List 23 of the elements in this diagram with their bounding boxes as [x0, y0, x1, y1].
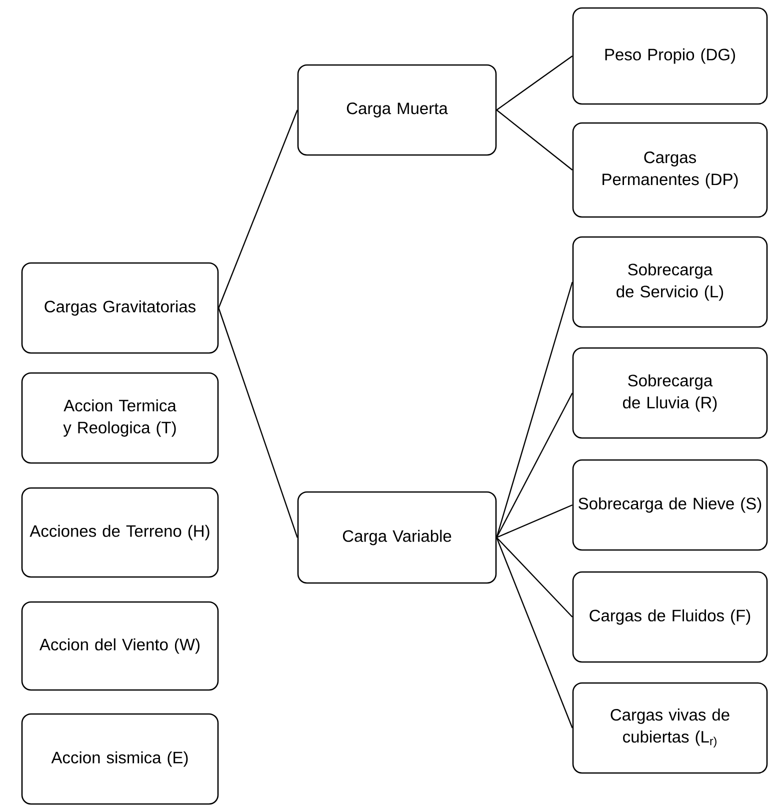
connector-line [218, 308, 298, 538]
label-box: Acciones de Terreno (H) [21, 487, 219, 578]
label-box: Sobrecarga de Lluvia (R) [572, 347, 768, 439]
connector-line [496, 504, 573, 538]
label-box: Carga Variable [297, 491, 497, 584]
label-box: Accion del Viento (W) [21, 601, 219, 691]
connector-line [496, 56, 573, 110]
connector-line [496, 537, 573, 618]
label-box: Sobrecarga de Nieve (S) [572, 459, 768, 551]
label-box: Sobrecarga de Servicio (L) [572, 236, 768, 328]
label-box: Peso Propio (DG) [572, 7, 768, 105]
connector-line [496, 282, 573, 538]
connector-line [218, 110, 298, 308]
label-box: Cargas Gravitatorias [21, 262, 219, 354]
label-box: Accion sismica (E) [21, 713, 219, 805]
label-box: Cargas de Fluidos (F) [572, 571, 768, 663]
label-box: Accion Termica y Reologica (T) [21, 372, 219, 464]
label-box: Cargas vivas de cubiertas (L$_{r)}$ [572, 682, 768, 774]
label-box: Cargas Permanentes (DP) [572, 122, 768, 218]
label-box: Carga Muerta [297, 64, 497, 156]
connector-line [496, 537, 573, 728]
connector-line [496, 392, 573, 538]
connector-line [496, 110, 573, 170]
